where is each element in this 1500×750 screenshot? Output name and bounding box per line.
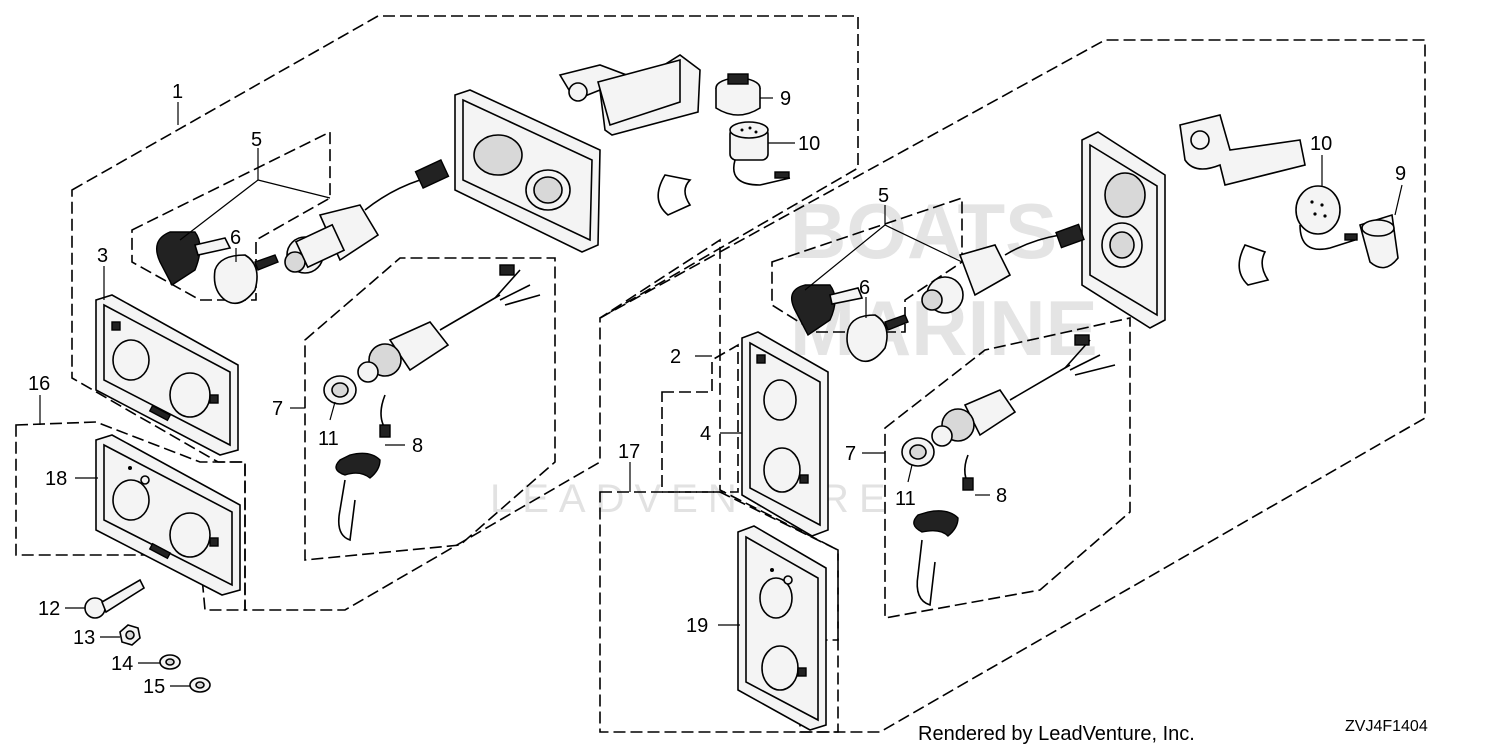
bracket-right	[1179, 114, 1306, 186]
nut-11-right	[901, 437, 935, 467]
callout-11-right: 11	[895, 488, 916, 510]
leader-lines	[39, 97, 1403, 687]
callout-9-right: 9	[1395, 163, 1406, 185]
ring-9-left	[715, 73, 761, 116]
callout-2: 2	[670, 346, 681, 368]
callout-6-right: 6	[859, 277, 870, 299]
rendered-by-credit: Rendered by LeadVenture, Inc.	[918, 723, 1195, 745]
washer-15	[189, 677, 211, 693]
group-4-outline	[661, 343, 739, 493]
ring-9-right	[1359, 213, 1399, 269]
key-6-left	[213, 254, 279, 305]
ignition-switch-left	[284, 158, 450, 274]
callout-11-left: 11	[318, 428, 339, 450]
callout-3: 3	[97, 245, 108, 267]
callout-12: 12	[38, 598, 60, 620]
ignition-switch-right	[921, 223, 1085, 314]
diagram-code: ZVJ4F1404	[1345, 718, 1428, 735]
callout-5-left: 5	[251, 129, 262, 151]
callout-9-left: 9	[780, 88, 791, 110]
buzzer-10-left	[729, 121, 791, 186]
group-17-outline	[599, 491, 839, 733]
callouts-left: 1 3 5 6 7 8 9 10 11 16 18 12 13 14 15	[28, 81, 820, 698]
callout-6-left: 6	[230, 227, 241, 249]
group-1-outline	[71, 15, 859, 611]
callout-7-right: 7	[845, 443, 856, 465]
callout-15: 15	[143, 676, 165, 698]
group-7-left-outline	[304, 257, 556, 561]
watermark-brand: LEADVENTURE	[490, 477, 896, 521]
group-16-outline	[15, 421, 246, 611]
callout-10-left: 10	[798, 133, 820, 155]
callout-7-left: 7	[272, 398, 283, 420]
group-7-right-outline	[884, 317, 1131, 619]
right-assembly	[737, 114, 1399, 731]
bracket-left	[558, 54, 701, 136]
panel-plate-left	[454, 89, 601, 253]
footer: Rendered by LeadVenture, Inc. ZVJ4F1404	[918, 718, 1428, 745]
bolt-12	[84, 578, 146, 619]
nut-11-left	[323, 375, 357, 405]
callout-18: 18	[45, 468, 67, 490]
lanyard-8-right	[913, 454, 974, 607]
panel-18	[95, 434, 241, 596]
key-5-right	[791, 284, 864, 337]
key-6-right	[846, 314, 909, 363]
clip-left	[657, 174, 692, 216]
callout-1: 1	[172, 81, 183, 103]
lanyard-8-left	[335, 394, 391, 542]
callout-13: 13	[73, 627, 95, 649]
nut-13	[119, 624, 141, 646]
panel-plate-right	[1081, 131, 1166, 329]
panel-3	[95, 294, 239, 456]
callout-8-right: 8	[996, 485, 1007, 507]
callout-5-right: 5	[878, 185, 889, 207]
callout-4: 4	[700, 423, 711, 445]
callout-17: 17	[618, 441, 640, 463]
stop-switch-right	[931, 334, 1116, 447]
watermark-logo-line1: BOATS	[790, 187, 1057, 275]
stop-switch-left	[357, 264, 541, 383]
panel-19	[737, 525, 827, 731]
key-5-left	[156, 231, 232, 287]
clip-right	[1238, 244, 1270, 286]
panel-4	[741, 331, 829, 537]
washer-14	[159, 654, 181, 670]
callout-19: 19	[686, 615, 708, 637]
left-assembly	[84, 54, 791, 693]
callout-14: 14	[111, 653, 133, 675]
callout-8-left: 8	[412, 435, 423, 457]
callout-16: 16	[28, 373, 50, 395]
callouts-right: 2 4 5 6 7 8 9 10 11 17 19	[618, 133, 1406, 637]
callout-10-right: 10	[1310, 133, 1332, 155]
buzzer-10-right	[1295, 185, 1358, 250]
